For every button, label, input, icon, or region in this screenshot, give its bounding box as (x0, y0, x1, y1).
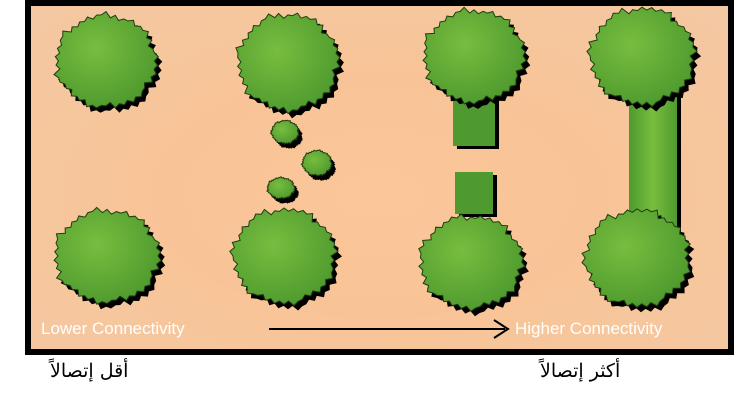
diagram-panel: Lower Connectivity Higher Connectivity (31, 6, 728, 349)
caption-lower-arabic: أقل إتصالاً (50, 360, 128, 382)
connectivity-arrow (269, 320, 508, 338)
habitat-patches (31, 6, 728, 349)
patch-top-1 (54, 12, 162, 113)
lower-connectivity-label: Lower Connectivity (41, 319, 185, 339)
caption-higher-arabic: أكثر إتصالاً (540, 360, 620, 382)
patch-top-2 (236, 13, 344, 118)
patch-bottom-3 (419, 214, 529, 316)
stepping-stone-3 (267, 177, 299, 204)
patch-bottom-1 (54, 207, 165, 309)
corridor-stub-bottom (455, 172, 497, 217)
higher-connectivity-label: Higher Connectivity (515, 319, 662, 339)
patch-top-4 (587, 7, 701, 111)
patch-bottom-2 (230, 208, 342, 311)
patch-top-3 (423, 7, 530, 109)
stepping-stone-1 (271, 120, 303, 149)
stepping-stone-2 (301, 150, 336, 181)
connectivity-diagram: Lower Connectivity Higher Connectivity (25, 0, 734, 355)
